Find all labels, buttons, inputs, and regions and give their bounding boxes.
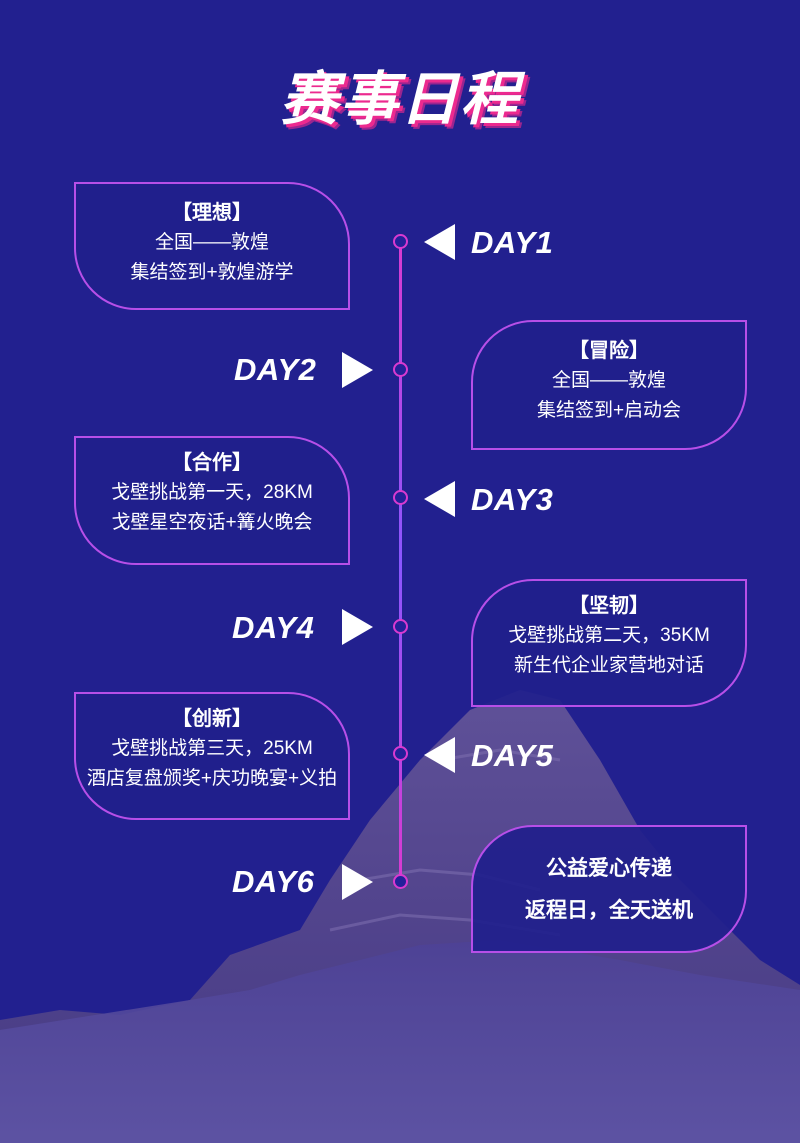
- card-line: 公益爱心传递: [546, 857, 672, 880]
- day-label: DAY1: [471, 225, 554, 260]
- timeline-dot: [393, 619, 408, 634]
- pointer-left-icon: [424, 481, 455, 517]
- timeline-dot: [393, 874, 408, 889]
- card-line: 全国——敦煌: [154, 232, 269, 253]
- pointer-right-icon: [342, 352, 373, 388]
- timeline-line: [399, 241, 402, 882]
- card-heading: 【创新】: [172, 708, 252, 730]
- pointer-right-icon: [342, 609, 373, 645]
- day-label: DAY6: [232, 864, 315, 899]
- card-line: 戈壁星空夜话+篝火晚会: [111, 512, 313, 533]
- schedule-card-day4: 【坚韧】 戈壁挑战第二天，35KM 新生代企业家营地对话: [471, 579, 747, 707]
- page-title: 赛事日程: [279, 67, 520, 132]
- card-line: 酒店复盘颁奖+庆功晚宴+义拍: [86, 768, 338, 789]
- card-line: 戈壁挑战第二天，35KM: [508, 625, 710, 646]
- day-label: DAY3: [471, 482, 554, 517]
- card-heading: 【理想】: [172, 202, 252, 224]
- card-line: 集结签到+启动会: [536, 400, 682, 421]
- pointer-left-icon: [424, 737, 455, 773]
- card-line: 新生代企业家营地对话: [513, 655, 704, 676]
- card-heading: 【合作】: [172, 452, 252, 474]
- schedule-card-day3: 【合作】 戈壁挑战第一天，28KM 戈壁星空夜话+篝火晚会: [74, 436, 350, 565]
- pointer-right-icon: [342, 864, 373, 900]
- schedule-card-day1: 【理想】 全国——敦煌 集结签到+敦煌游学: [74, 182, 350, 310]
- card-line: 返程日，全天送机: [525, 899, 693, 922]
- timeline-dot: [393, 234, 408, 249]
- timeline-dot: [393, 746, 408, 761]
- card-line: 集结签到+敦煌游学: [130, 262, 294, 283]
- card-heading: 【坚韧】: [569, 595, 649, 617]
- schedule-card-day6: 公益爱心传递 返程日，全天送机: [471, 825, 747, 953]
- card-line: 戈壁挑战第三天，25KM: [111, 738, 313, 759]
- timeline-dot: [393, 362, 408, 377]
- day-label: DAY5: [471, 738, 554, 773]
- card-line: 全国——敦煌: [551, 370, 666, 391]
- schedule-card-day5: 【创新】 戈壁挑战第三天，25KM 酒店复盘颁奖+庆功晚宴+义拍: [74, 692, 350, 820]
- card-heading: 【冒险】: [569, 340, 649, 362]
- day-label: DAY2: [234, 352, 317, 387]
- timeline-dot: [393, 490, 408, 505]
- card-line: 戈壁挑战第一天，28KM: [111, 482, 313, 503]
- day-label: DAY4: [232, 610, 315, 645]
- schedule-card-day2: 【冒险】 全国——敦煌 集结签到+启动会: [471, 320, 747, 450]
- pointer-left-icon: [424, 224, 455, 260]
